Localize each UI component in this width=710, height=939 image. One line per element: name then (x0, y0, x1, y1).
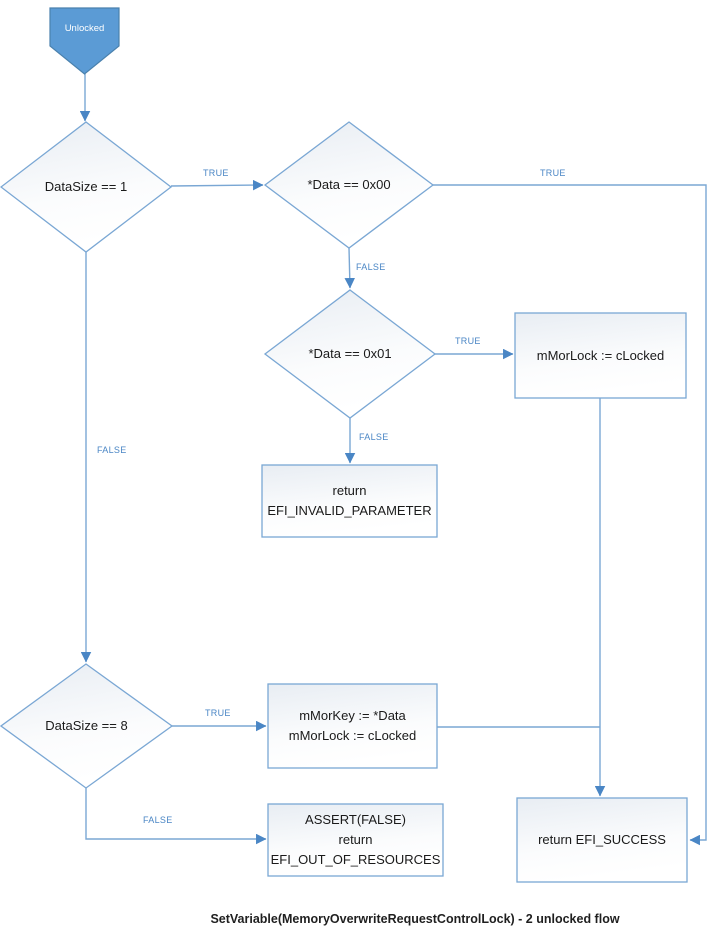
decision-datasize1-shape (0, 121, 173, 253)
decision-data00-shape (263, 121, 435, 249)
edge-label-data00-false: FALSE (356, 262, 386, 272)
decision-data01-shape (263, 289, 437, 419)
process-assert-shape (267, 803, 444, 877)
edge-data00-true-to-success (433, 184, 707, 846)
start-node-shape (49, 7, 120, 75)
edge-label-datasize1-true: TRUE (203, 168, 229, 178)
process-morkey-shape (267, 683, 438, 769)
edge-label-data01-true: TRUE (455, 336, 481, 346)
decision-datasize8-shape (0, 663, 174, 789)
edge-label-datasize1-false: FALSE (97, 445, 127, 455)
edge-label-datasize8-true: TRUE (205, 708, 231, 718)
edge-datasize8-false (85, 788, 267, 845)
edge-label-datasize8-false: FALSE (143, 815, 173, 825)
diagram-title: SetVariable(MemoryOverwriteRequestContro… (210, 912, 620, 926)
process-morlock-shape (514, 312, 687, 399)
edge-datasize1-true (170, 179, 264, 191)
process-invalid-parameter-shape (261, 464, 438, 538)
process-success-shape (516, 797, 688, 883)
edge-data00-false (344, 247, 355, 289)
edge-label-data00-true: TRUE (540, 168, 566, 178)
edge-label-data01-false: FALSE (359, 432, 389, 442)
